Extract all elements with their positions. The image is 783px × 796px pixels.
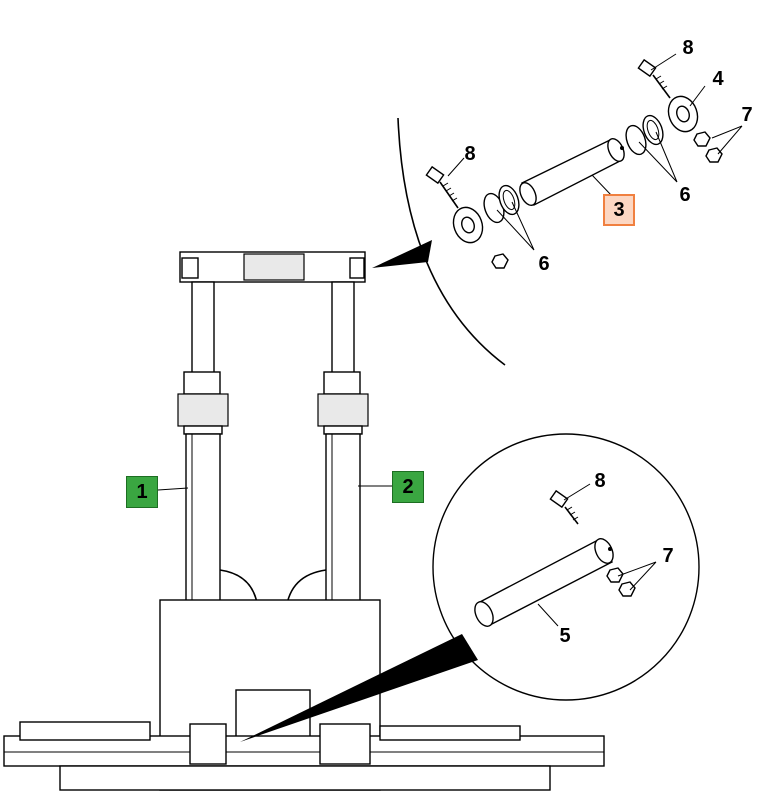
label-8-upper-right: 8 <box>682 37 694 59</box>
label-7-lower: 7 <box>662 545 674 567</box>
upper-detail-view <box>372 53 743 366</box>
label-7-upper: 7 <box>741 104 753 126</box>
label-5: 5 <box>559 625 571 647</box>
mast-frame <box>3 251 605 791</box>
label-6-upper-left: 6 <box>538 253 550 275</box>
label-8-lower: 8 <box>594 470 606 492</box>
label-4: 4 <box>712 68 724 90</box>
callout-3: 3 <box>603 194 635 226</box>
lower-detail-view <box>240 433 700 742</box>
callout-1: 1 <box>126 476 158 508</box>
pin-3 <box>519 138 625 206</box>
callout-2: 2 <box>392 471 424 503</box>
bolt-left <box>425 165 459 209</box>
label-8-upper-left: 8 <box>464 143 476 165</box>
label-6-upper-right: 6 <box>679 184 691 206</box>
